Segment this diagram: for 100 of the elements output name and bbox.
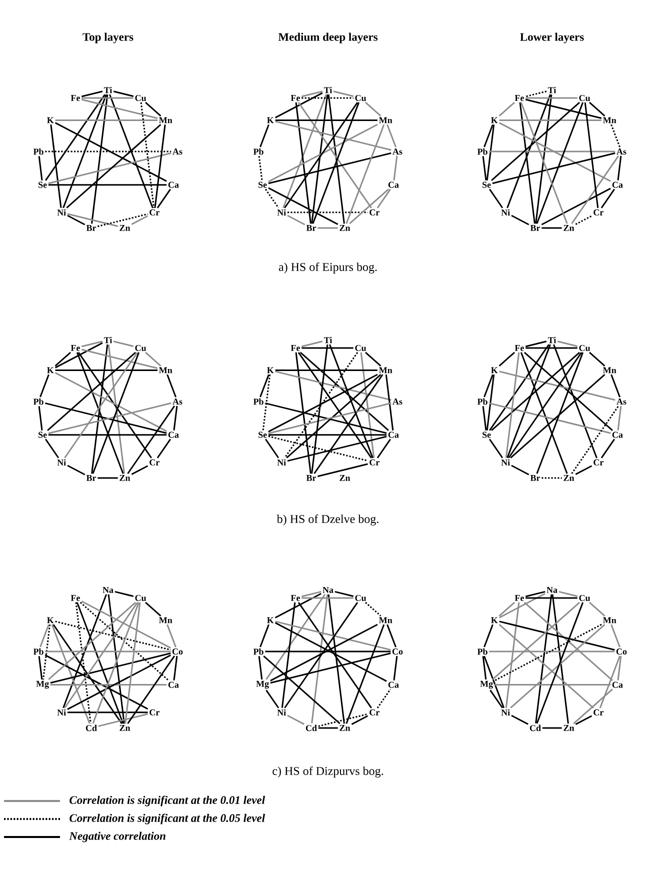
element-label: Fe	[514, 95, 524, 101]
element-label: Na	[322, 587, 334, 593]
element-label: Ti	[548, 86, 556, 94]
element-label: Ti	[324, 336, 332, 344]
correlation-line	[140, 102, 155, 208]
correlation-line	[47, 352, 136, 431]
element-label: Pb	[253, 648, 264, 655]
element-label: Ti	[104, 86, 112, 94]
element-label: Pb	[253, 148, 264, 155]
correlation-line	[44, 438, 60, 458]
element-label: Zn	[340, 725, 350, 731]
correlation-line	[145, 602, 162, 616]
element-label: Cr	[594, 709, 604, 716]
column-heading: Lower layers	[520, 32, 584, 44]
correlation-line	[154, 124, 166, 208]
correlation-line	[610, 624, 620, 648]
correlation-line	[67, 464, 86, 476]
correlation-line	[489, 650, 615, 652]
element-label: Se	[258, 432, 267, 438]
correlation-line	[520, 102, 568, 224]
correlation-line	[365, 602, 382, 616]
correlation-line	[482, 406, 487, 430]
element-label: Fe	[514, 345, 524, 351]
element-label: K	[491, 117, 498, 124]
element-label: K	[267, 367, 274, 374]
element-label: Cr	[370, 459, 380, 466]
element-label: Cd	[306, 724, 317, 732]
correlation-line	[393, 156, 398, 180]
element-label: Mn	[159, 617, 172, 624]
correlation-line	[486, 124, 495, 180]
correlation-line	[131, 215, 148, 225]
element-label: Mn	[379, 117, 392, 124]
correlation-line	[525, 98, 602, 119]
correlation-line	[575, 215, 592, 225]
element-label: Br	[306, 475, 316, 481]
correlation-line	[38, 156, 43, 180]
element-label: Zn	[120, 225, 130, 231]
element-label: Pb	[33, 648, 44, 655]
correlation-line	[519, 102, 536, 224]
element-label: Cu	[355, 94, 366, 102]
correlation-line	[302, 97, 354, 99]
correlation-line	[575, 465, 592, 475]
correlation-line	[571, 406, 620, 474]
correlation-line	[67, 214, 86, 226]
correlation-line	[376, 688, 392, 708]
correlation-line	[301, 590, 322, 598]
correlation-line	[511, 714, 528, 725]
correlation-line	[258, 156, 263, 180]
element-label: Ni	[57, 209, 66, 216]
correlation-line	[311, 594, 328, 724]
correlation-line	[298, 352, 372, 458]
correlation-line	[284, 602, 358, 708]
element-label: As	[392, 398, 402, 405]
element-label: Cu	[355, 594, 366, 602]
correlation-line	[275, 370, 392, 401]
correlation-line	[266, 690, 280, 708]
correlation-line	[541, 188, 611, 226]
correlation-line	[482, 656, 487, 680]
correlation-line	[260, 624, 270, 648]
correlation-line	[258, 656, 263, 680]
correlation-line	[44, 654, 148, 710]
correlation-line	[535, 94, 552, 224]
correlation-line	[81, 90, 103, 98]
element-label: Cr	[370, 209, 380, 216]
correlation-line	[334, 590, 354, 597]
element-label: Mn	[603, 617, 616, 624]
correlation-line	[50, 652, 171, 684]
correlation-line	[54, 122, 167, 182]
correlation-line	[284, 352, 358, 458]
element-label: Co	[392, 648, 403, 655]
correlation-line	[38, 656, 43, 680]
correlation-line	[298, 102, 372, 208]
correlation-line	[317, 463, 368, 478]
correlation-line	[67, 213, 118, 227]
element-label: Mn	[159, 117, 172, 124]
correlation-line	[64, 602, 138, 708]
correlation-line	[552, 594, 569, 724]
element-label: Se	[258, 182, 267, 188]
correlation-line	[488, 188, 504, 208]
element-label: Ca	[388, 682, 399, 688]
correlation-line	[526, 597, 578, 599]
element-label: Mn	[159, 367, 172, 374]
column-heading: Top layers	[82, 32, 134, 44]
element-label: Zn	[564, 725, 574, 731]
element-label: K	[267, 617, 274, 624]
element-label: Cr	[150, 209, 160, 216]
correlation-line	[166, 624, 177, 648]
element-label: Ca	[168, 432, 179, 438]
element-label: Ni	[501, 459, 510, 466]
element-label: Mg	[36, 680, 49, 689]
correlation-line	[98, 713, 148, 727]
correlation-line	[558, 590, 578, 597]
correlation-line	[535, 594, 552, 724]
element-label: As	[392, 148, 402, 155]
element-label: Co	[172, 648, 183, 655]
correlation-line	[498, 122, 611, 182]
correlation-line	[287, 212, 368, 214]
element-label: Mg	[480, 680, 493, 689]
correlation-line	[113, 340, 134, 347]
correlation-line	[54, 342, 103, 368]
